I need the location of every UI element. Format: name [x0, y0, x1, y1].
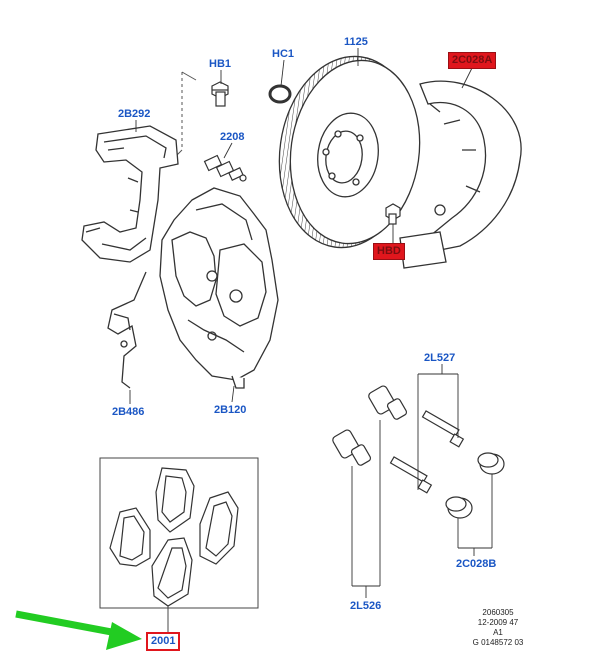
caliper-bracket-part [81, 125, 179, 263]
callout-hbd: HBD [373, 243, 405, 260]
code-line-4: G 0148572 03 [472, 638, 524, 647]
callout-2001: 2001 [146, 632, 181, 651]
splash-shield-part [399, 80, 522, 269]
brake-disc-part [278, 55, 421, 249]
code-line-2: 12-2009 47 [477, 618, 519, 627]
green-pointer-arrow [15, 610, 142, 650]
brake-pad-kit-box [99, 457, 259, 609]
callout-hc1: HC1 [272, 48, 295, 60]
ring-hc1-part [268, 84, 292, 104]
guide-pin-set-2l527 [332, 385, 465, 494]
caliper-housing-part [159, 187, 279, 389]
callout-1125: 1125 [344, 36, 368, 48]
code-line-1: 2060305 [482, 608, 514, 617]
callout-2b120: 2B120 [214, 404, 247, 416]
code-line-3: A1 [493, 628, 503, 637]
callout-2b292: 2B292 [118, 108, 151, 120]
bolt-hb1-part [211, 81, 229, 107]
dust-cap-set-2c028b [445, 452, 505, 519]
bleed-screw-part [203, 154, 247, 182]
leader-lines [129, 48, 493, 632]
spring-clip-part [107, 271, 147, 389]
diagram-code-block: 2060305 12-2009 47 A1 G 0148572 03 [462, 608, 534, 648]
callout-hb1: HB1 [209, 58, 232, 70]
callout-2c028b: 2C028B [456, 558, 497, 570]
bolt-hbd-part [385, 203, 401, 225]
callout-2l526: 2L526 [350, 600, 382, 612]
callout-2208: 2208 [220, 131, 245, 143]
callout-2c028a: 2C028A [448, 52, 497, 69]
callout-2b486: 2B486 [112, 406, 145, 418]
callout-2l527: 2L527 [424, 352, 456, 364]
